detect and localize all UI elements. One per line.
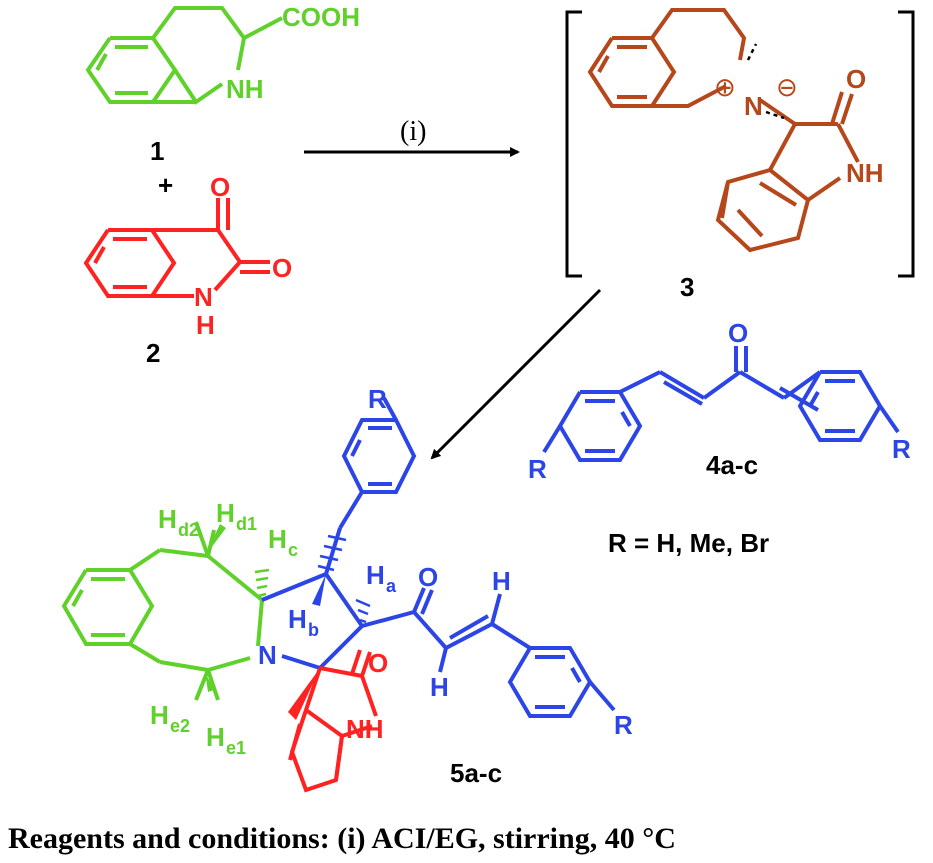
hb-label: H b bbox=[288, 604, 319, 640]
n-label-5: N bbox=[258, 640, 277, 670]
reaction-arrow-2 bbox=[430, 288, 602, 460]
reagents-conditions: Reagents and conditions: (i) ACI/EG, sti… bbox=[8, 822, 676, 855]
o-ketone-label-5: O bbox=[418, 562, 438, 592]
svg-text:e1: e1 bbox=[226, 738, 246, 758]
oxindole-wedge bbox=[288, 668, 320, 720]
aryl-hash bbox=[317, 534, 347, 572]
r-right-label-4: R bbox=[892, 434, 911, 464]
cooh-label: COOH bbox=[282, 2, 360, 32]
h-label-2: H bbox=[196, 310, 215, 340]
hc-label: H c bbox=[268, 524, 298, 560]
compound-1-structure bbox=[85, 6, 283, 105]
svg-text:e2: e2 bbox=[170, 716, 190, 736]
o-oxindole-label-5: O bbox=[368, 648, 388, 678]
he1-label: H e1 bbox=[206, 722, 246, 758]
minus-charge: ⊖ bbox=[776, 73, 798, 103]
compound-1-label: 1 bbox=[150, 136, 164, 166]
compound-5-isoquinoline bbox=[61, 521, 264, 701]
svg-text:c: c bbox=[288, 540, 298, 560]
r-right-label-5: R bbox=[614, 710, 633, 740]
o-top-label-2: O bbox=[210, 172, 230, 202]
compound-4-label: 4a-c bbox=[706, 450, 758, 480]
substituents-text: R = H, Me, Br bbox=[608, 528, 769, 558]
he2-label: H e2 bbox=[150, 700, 190, 736]
n-label-2: N bbox=[194, 282, 213, 312]
h-vinyl-bottom-label: H bbox=[430, 672, 449, 702]
arrow-label: (i) bbox=[400, 116, 426, 147]
compound-3-label: 3 bbox=[680, 272, 694, 302]
compound-5-label: 5a-c bbox=[450, 758, 502, 788]
compound-4-structure bbox=[542, 346, 900, 462]
hd2-label: H d2 bbox=[158, 504, 199, 540]
hd1-label: H d1 bbox=[216, 498, 257, 534]
r-left-label-4: R bbox=[528, 454, 547, 484]
r-top-label-5: R bbox=[368, 384, 387, 414]
plus-sign: + bbox=[158, 170, 173, 200]
compound-2-label: 2 bbox=[146, 338, 160, 368]
n-label-3: N bbox=[744, 91, 763, 121]
o-right-label-2: O bbox=[272, 253, 292, 283]
compound-2-structure bbox=[83, 198, 270, 298]
svg-text:d2: d2 bbox=[178, 520, 199, 540]
he1-wedge bbox=[205, 672, 214, 692]
hc-hash bbox=[254, 568, 270, 598]
hd1-wedge bbox=[205, 524, 226, 556]
svg-text:H: H bbox=[158, 504, 177, 534]
compound-5-oxindole bbox=[288, 649, 378, 793]
plus-charge: ⊕ bbox=[714, 73, 736, 103]
svg-text:b: b bbox=[308, 620, 319, 640]
svg-text:H: H bbox=[366, 560, 385, 590]
nh-label-1: NH bbox=[226, 74, 264, 104]
intermediate-brackets bbox=[565, 10, 915, 278]
svg-text:H: H bbox=[268, 524, 287, 554]
svg-text:H: H bbox=[288, 604, 307, 634]
svg-text:d1: d1 bbox=[236, 514, 257, 534]
compound-3-structure bbox=[587, 8, 860, 253]
nh-label-5: NH bbox=[346, 714, 384, 744]
hb-wedge bbox=[312, 574, 326, 606]
svg-text:H: H bbox=[150, 700, 169, 730]
compound-5-chalcone-part bbox=[261, 397, 616, 718]
ha-hash bbox=[355, 598, 371, 624]
svg-text:a: a bbox=[386, 576, 397, 596]
ha-label: H a bbox=[366, 560, 397, 596]
nh-label-3: NH bbox=[846, 158, 884, 188]
o-label-3: O bbox=[846, 64, 866, 94]
o-label-4: O bbox=[728, 318, 748, 348]
ylide-dashes bbox=[746, 43, 785, 120]
svg-text:H: H bbox=[216, 498, 235, 528]
h-vinyl-top-label: H bbox=[492, 566, 511, 596]
svg-text:H: H bbox=[206, 722, 225, 752]
